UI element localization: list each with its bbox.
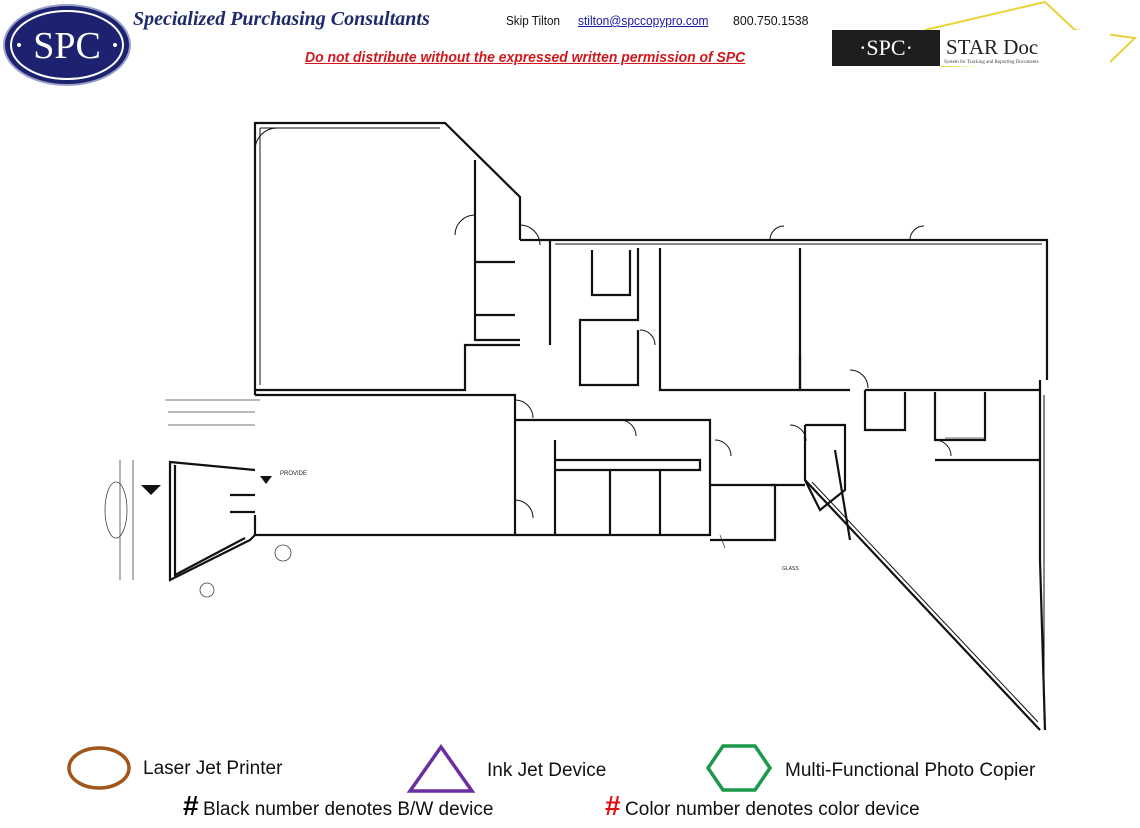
provide-label: PROVIDE <box>280 471 307 477</box>
ink-jet-triangle-icon <box>406 744 476 793</box>
company-name: Specialized Purchasing Consultants <box>133 8 430 30</box>
section-marker-icon <box>260 476 272 484</box>
red-hash-icon: # <box>605 790 621 821</box>
legend-copier: Multi-Functional Photo Copier <box>785 760 1036 781</box>
dimension-lines <box>104 399 985 598</box>
distribution-warning: Do not distribute without the expressed … <box>305 49 746 66</box>
color-note-text: Color number denotes color device <box>625 799 920 820</box>
legend-ink-jet: Ink Jet Device <box>487 760 607 781</box>
svg-text:·SPC·: ·SPC· <box>859 35 913 60</box>
black-hash-icon: # <box>183 790 199 821</box>
floor-plan-windows <box>259 127 1045 723</box>
bw-note-text: Black number denotes B/W device <box>203 799 494 820</box>
contact-phone: 800.750.1538 <box>733 13 809 28</box>
floor-plan: PROVIDE GLASS <box>104 121 1049 731</box>
contact-email-link[interactable]: stilton@spccopypro.com <box>578 13 709 28</box>
copier-hexagon-icon <box>705 744 773 792</box>
section-marker-icon <box>141 485 161 495</box>
spc-logo: SPC <box>3 4 131 86</box>
legend-color-note: # Color number denotes color device <box>605 790 920 822</box>
contact-name: Skip Tilton <box>506 13 560 28</box>
glass-label: GLASS <box>782 566 799 572</box>
floor-plan-walls <box>168 121 1049 731</box>
svg-text:System for Tracking and Report: System for Tracking and Reporting Docume… <box>944 60 1039 65</box>
star-doc-logo: ·SPC· STAR Doc System for Tracking and R… <box>832 0 1138 67</box>
legend-laser-jet: Laser Jet Printer <box>143 758 283 779</box>
legend-bw-note: # Black number denotes B/W device <box>183 790 493 822</box>
svg-text:STAR Doc: STAR Doc <box>946 35 1038 59</box>
floor-plan-doors <box>254 127 952 519</box>
laser-jet-circle-icon <box>67 746 131 790</box>
svg-text:SPC: SPC <box>33 25 101 67</box>
